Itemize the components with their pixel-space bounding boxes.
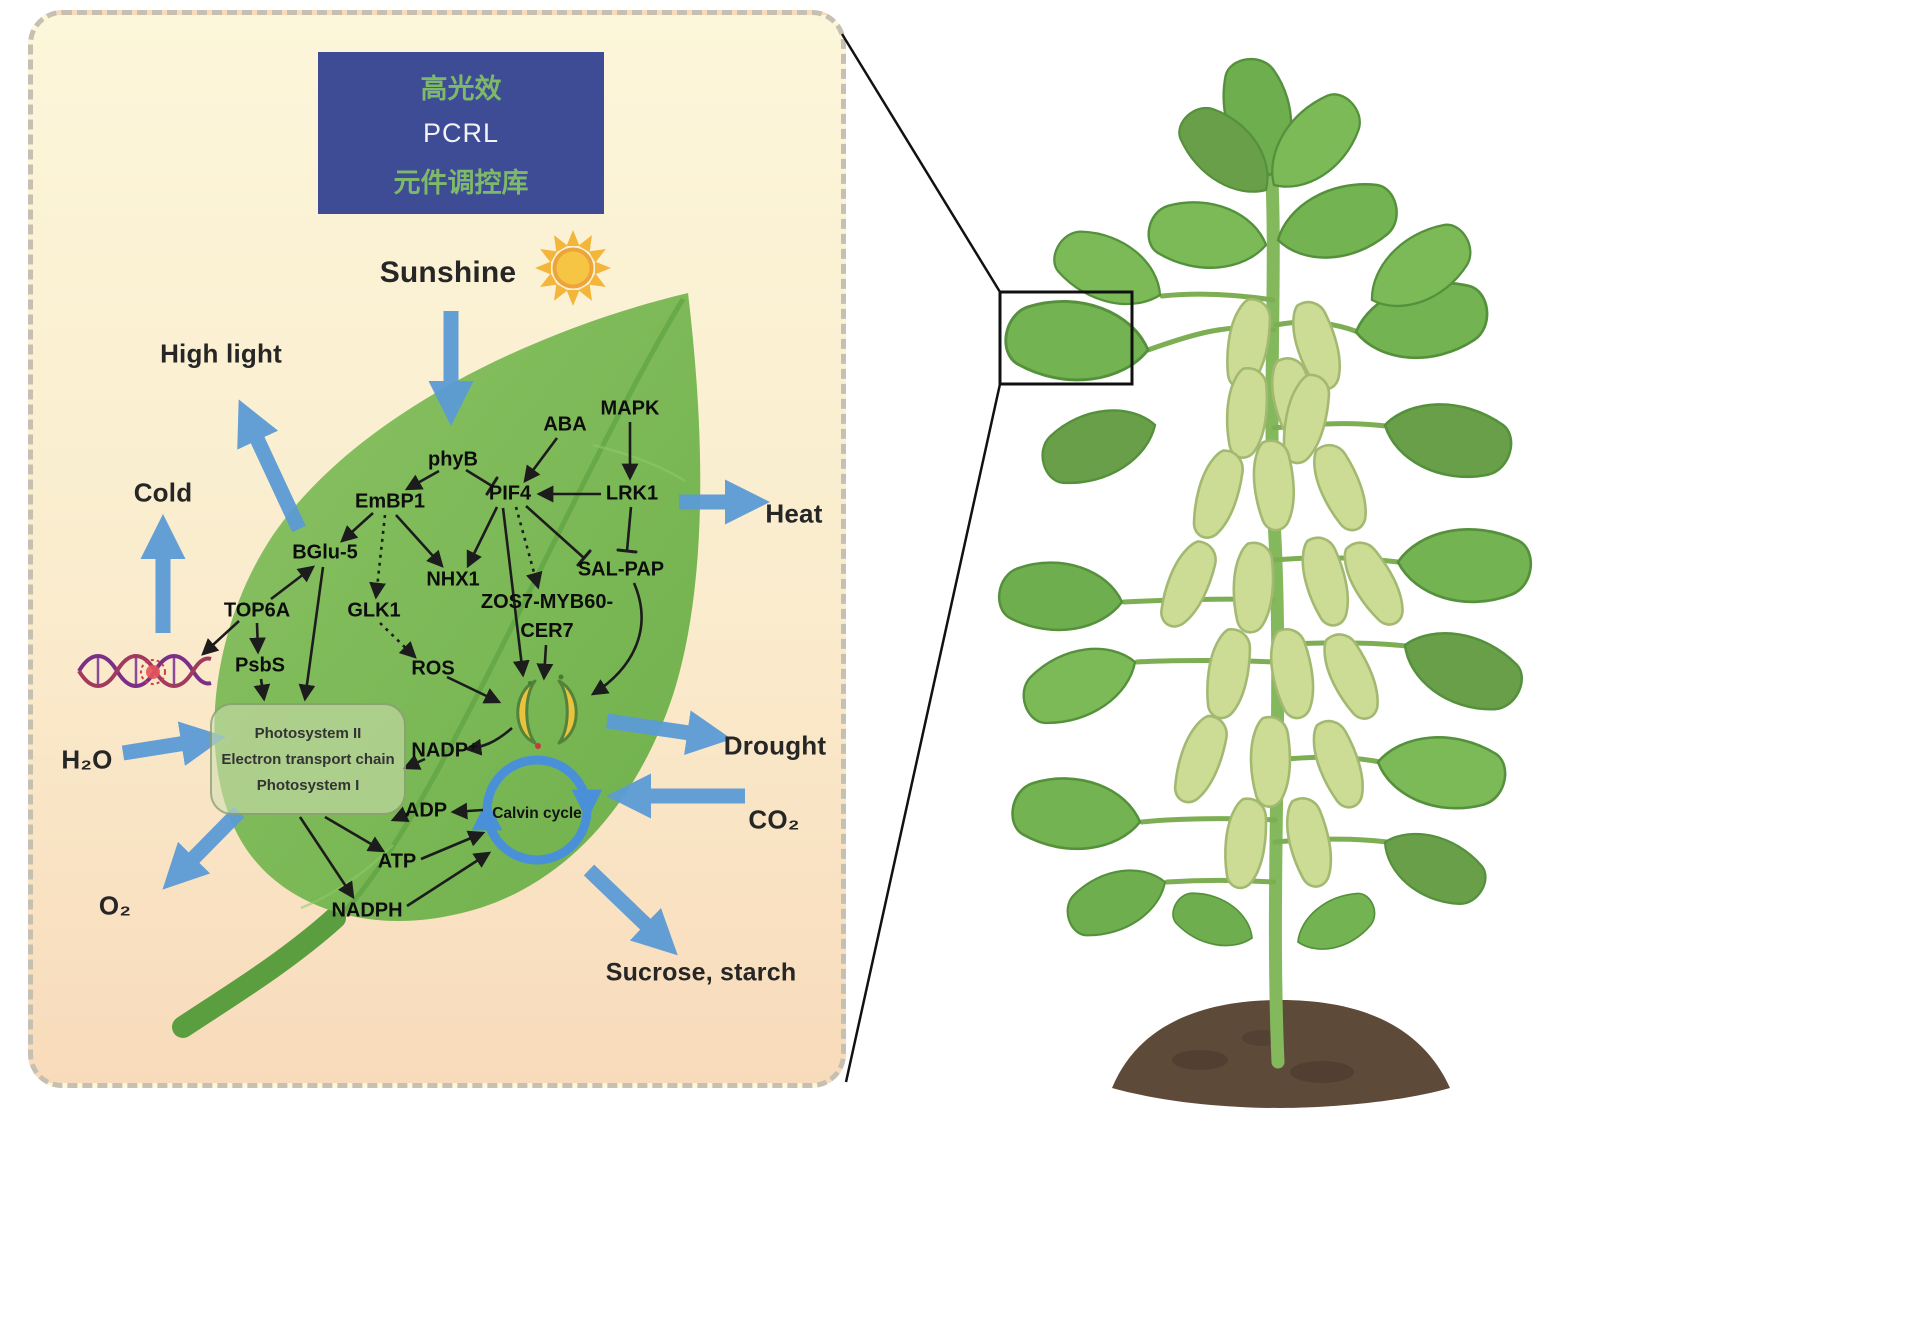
title-line-cn-bottom: 元件调控库 xyxy=(393,167,529,198)
plant-leaves xyxy=(994,52,1535,963)
arrow-high-light xyxy=(237,399,306,533)
callout-rectangle xyxy=(998,290,1134,386)
label-nadp: NADP⁺ xyxy=(411,739,479,762)
title-box: 高光效 PCRL 元件调控库 xyxy=(318,52,604,214)
sun-icon xyxy=(535,230,611,306)
label-aba: ABA xyxy=(543,413,587,436)
label-photosystem-2: Photosystem II xyxy=(254,724,362,742)
environment-arrows xyxy=(121,311,770,956)
calvin-cycle-circle xyxy=(471,755,603,865)
label-photosystem-1: Photosystem I xyxy=(256,776,360,794)
soil-mound xyxy=(1112,1000,1450,1108)
arrow-o2-out xyxy=(162,806,245,890)
label-co2: CO₂ xyxy=(748,804,800,835)
label-lrk1: LRK1 xyxy=(605,482,659,505)
label-drought: Drought xyxy=(723,730,827,761)
label-electron-transport-chain: Electron transport chain xyxy=(221,750,395,768)
photosystem-box: Photosystem II Electron transport chain … xyxy=(210,703,406,815)
dna-double-helix-icon xyxy=(77,654,212,688)
label-heat: Heat xyxy=(765,498,823,529)
label-zos7-myb60-cer7: ZOS7-MYB60- CER7 xyxy=(481,588,613,646)
label-salpap: SAL-PAP xyxy=(577,558,665,581)
label-glk1: GLK1 xyxy=(347,599,401,622)
label-high-light: High light xyxy=(160,338,282,369)
label-bglu5: BGlu-5 xyxy=(292,541,358,564)
arrow-drought xyxy=(605,710,732,755)
callout xyxy=(840,33,1134,1083)
label-zos7-line1: ZOS7-MYB60- xyxy=(480,591,614,613)
label-cold: Cold xyxy=(133,477,193,508)
label-atp: ATP xyxy=(377,850,417,873)
label-zos7-line2: CER7 xyxy=(520,620,574,642)
callout-line-bottom xyxy=(844,383,1002,1083)
label-embp1: EmBP1 xyxy=(354,490,426,513)
callout-line-top xyxy=(840,33,1002,293)
title-line-pcrl: PCRL xyxy=(422,117,500,148)
label-phyb: phyB xyxy=(428,448,478,471)
label-pif4: PIF4 xyxy=(488,482,532,505)
label-adp: ADP xyxy=(404,799,448,822)
label-sucrose-starch: Sucrose, starch xyxy=(605,958,797,987)
label-ros: ROS xyxy=(411,657,455,680)
plant-stem xyxy=(1121,138,1409,1069)
plant-pods xyxy=(1147,294,1413,893)
pathway-arrows xyxy=(201,422,643,908)
label-sunshine: Sunshine xyxy=(379,256,517,289)
pathway-panel: 高光效 PCRL 元件调控库 Sunshine High light Cold … xyxy=(28,10,846,1088)
label-calvin-cycle: Calvin cycle xyxy=(492,805,582,822)
label-h2o: H₂O xyxy=(61,744,113,775)
label-mapk: MAPK xyxy=(600,397,660,420)
label-top6a: TOP6A xyxy=(223,599,291,622)
title-line-cn-top: 高光效 xyxy=(420,73,502,104)
arrow-sucrose-out xyxy=(583,864,678,956)
label-nhx1: NHX1 xyxy=(426,568,480,591)
label-o2: O₂ xyxy=(98,890,132,921)
label-psbs: PsbS xyxy=(234,654,286,677)
label-nadph: NADPH xyxy=(331,899,403,922)
arrow-h2o-in xyxy=(121,721,226,766)
chloroplast-icon xyxy=(516,674,578,749)
